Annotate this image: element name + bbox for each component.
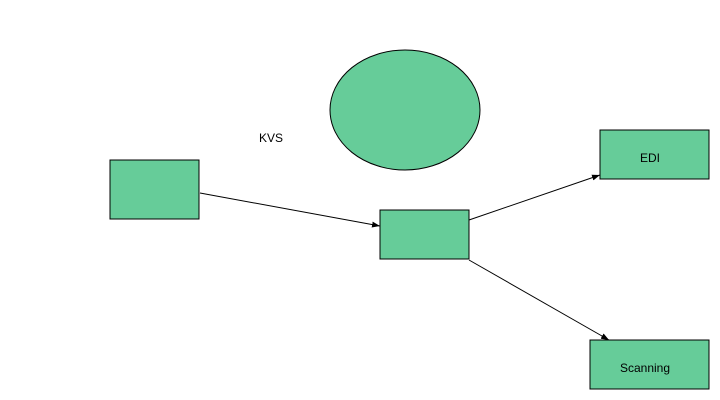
ellipse-node[interactable] (329, 49, 481, 171)
scanning-box[interactable] (589, 339, 710, 390)
arrow-hub-to-edi (468, 174, 601, 221)
edi-label: EDI (640, 151, 660, 165)
source-box[interactable] (109, 159, 200, 220)
label-kvs: KVS (259, 131, 283, 145)
scanning-label: Scanning (620, 361, 670, 375)
edi-box[interactable] (599, 129, 710, 180)
arrow-hub-to-scanning (468, 259, 610, 341)
hub-box[interactable] (379, 209, 470, 260)
arrow-source-to-hub (199, 192, 381, 228)
